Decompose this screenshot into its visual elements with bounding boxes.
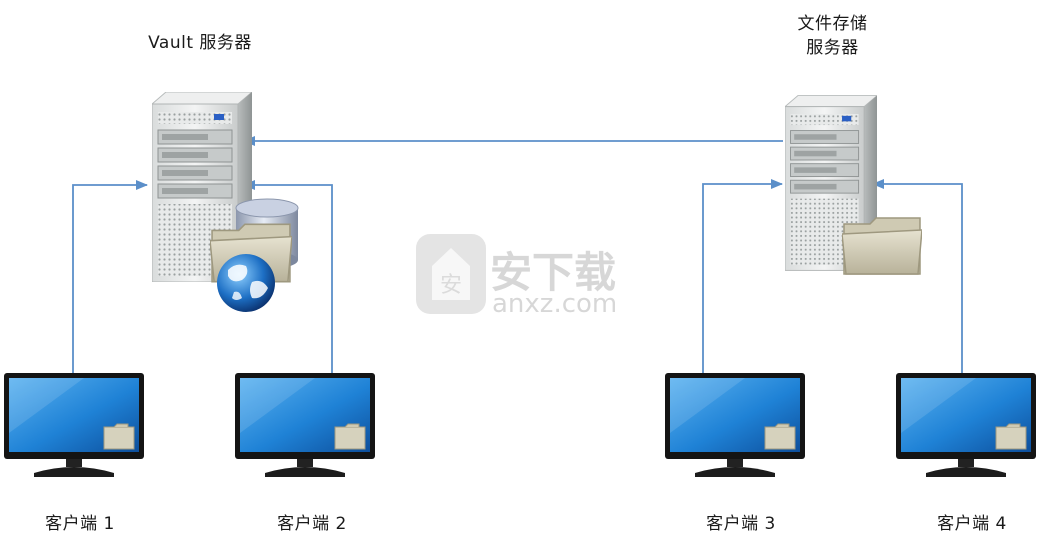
watermark: 安 安下载 anxz.com — [416, 234, 617, 319]
watermark-badge-text: 安 — [440, 273, 462, 298]
connections — [72, 136, 963, 373]
client-1-label: 客户端 1 — [45, 514, 115, 534]
arrow-client2-to-vault — [243, 180, 333, 373]
globe-icon — [217, 254, 275, 312]
client-1-monitor — [3, 373, 145, 478]
arrow-client4-to-fileserver — [872, 179, 963, 373]
watermark-badge — [416, 234, 486, 314]
client-3-monitor — [664, 373, 806, 478]
client-3-label: 客户端 3 — [706, 514, 776, 534]
file-storage-label-line1: 文件存储 — [797, 14, 868, 34]
client-2-label: 客户端 2 — [277, 514, 347, 534]
client-4-label: 客户端 4 — [937, 514, 1007, 534]
watermark-url-text: anxz.com — [492, 289, 617, 319]
client-4-monitor — [895, 373, 1037, 478]
arrow-client3-to-fileserver — [702, 179, 783, 373]
file-storage-server-label: 文件存储 服务器 — [770, 12, 895, 60]
arrow-client1-to-vault — [72, 180, 148, 373]
client-2-monitor — [234, 373, 376, 478]
folder-icon — [842, 217, 922, 275]
file-storage-label-line2: 服务器 — [806, 38, 859, 58]
vault-server — [152, 92, 299, 312]
vault-server-label: Vault 服务器 — [148, 33, 252, 53]
watermark-cn-text: 安下载 — [490, 248, 616, 297]
